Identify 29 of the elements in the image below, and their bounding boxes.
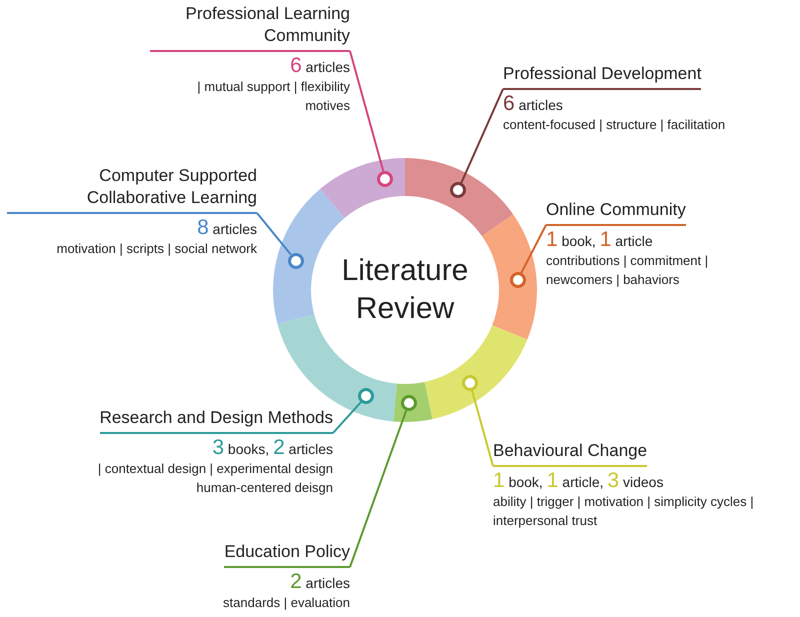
item-count: 3 books, 2 articles [211,438,333,459]
item-count: 6 articles [289,56,350,77]
topic-heading: Professional Learning Community [150,3,350,52]
topic-heading: Computer Supported Collaborative Learning [7,165,257,214]
keyword-list: content-focused | structure | facilitation [503,115,793,134]
item-count: 1 book, 1 article [546,230,654,251]
topic-heading: Education Policy [224,541,350,568]
keyword-list: standards | evaluation [130,593,350,612]
keyword-list: | contextual design | experimental design human-centered deisgn [51,459,333,497]
item-count: 1 book, 1 article, 3 videos [493,471,664,492]
leader-line [471,390,494,466]
topic-heading: Behavioural Change [493,440,648,467]
topic-heading: Online Community [546,199,686,226]
leader-line [520,224,547,274]
leader-line [349,50,384,172]
keyword-list: contributions | commitment | newcomers | bahaviors [546,251,756,289]
keyword-list: ability | trigger | motivation | simplicity cycles | interpersonal trust [493,492,783,530]
topic-heading: Research and Design Methods [100,407,333,434]
leader-line [332,401,362,434]
keyword-list: | mutual support | flexibility motives [150,77,350,115]
center-title: Literature Review [340,253,470,327]
item-count: 6 articles [503,94,564,115]
leader-line [349,410,408,568]
leader-line [460,88,504,184]
item-count: 8 articles [196,218,257,239]
leader-line [256,212,292,256]
topic-heading: Professional Development [503,63,702,90]
item-count: 2 articles [289,572,350,593]
keyword-list: motivation | scripts | social network [7,239,257,258]
